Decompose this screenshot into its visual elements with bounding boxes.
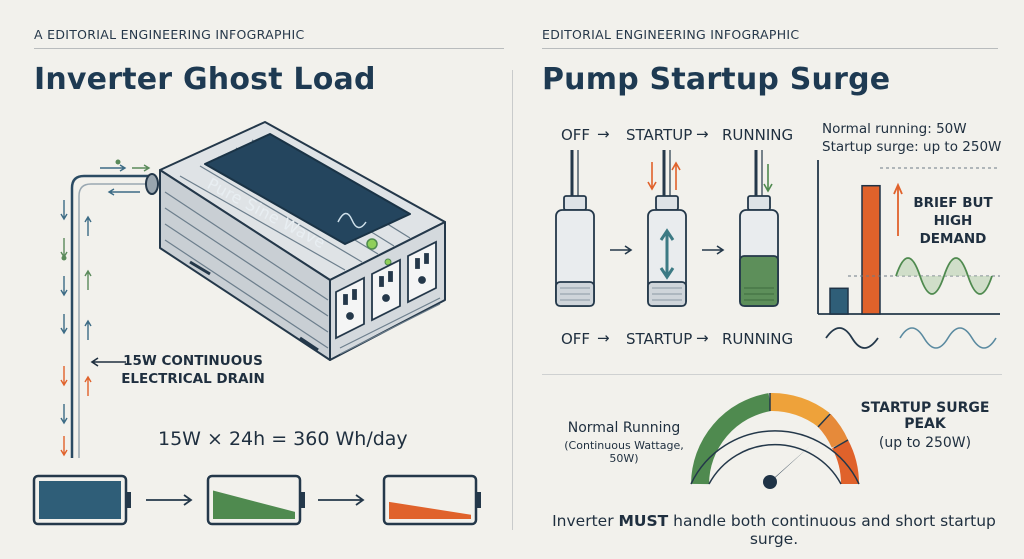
pump-arrow-2 <box>702 245 725 255</box>
state-running-top: RUNNING <box>722 126 794 144</box>
gauge-green-arc <box>691 393 772 485</box>
footer-pre: Inverter <box>552 512 619 530</box>
gauge-peak-label: STARTUP SURGE PEAK (up to 250W) <box>840 400 1010 451</box>
normal-running-label: Normal running: 50W <box>822 121 967 137</box>
left-title: Inverter Ghost Load <box>34 62 376 97</box>
outlet-3 <box>407 240 437 304</box>
footer-bold: MUST <box>618 512 669 530</box>
ghost-load-formula: 15W × 24h = 360 Wh/day <box>158 428 408 450</box>
gauge-normal-line1: Normal Running <box>567 420 681 436</box>
battery-row <box>32 474 481 526</box>
state-startup-top: STARTUP <box>626 126 693 144</box>
gauge-peak-line1: STARTUP SURGE PEAK <box>860 400 990 432</box>
gauge-normal-line2: (Continuous Wattage, 50W) <box>564 439 684 465</box>
right-section-rule <box>542 374 1002 375</box>
flow-arrows <box>60 159 151 457</box>
state-arrow-2-bottom: → <box>696 329 709 347</box>
left-eyebrow-rule <box>34 48 504 49</box>
battery-medium-level <box>213 490 295 519</box>
state-running-bottom: RUNNING <box>722 330 794 348</box>
outlet-2 <box>371 258 401 322</box>
bar-startup-surge <box>861 184 881 315</box>
state-arrow-1-bottom: → <box>597 329 610 347</box>
state-arrow-2-top: → <box>696 125 709 143</box>
battery-low-level <box>389 501 471 519</box>
right-title: Pump Startup Surge <box>542 62 891 97</box>
battery-full <box>32 474 131 526</box>
gauge-normal-label: Normal Running (Continuous Wattage, 50W) <box>560 420 688 465</box>
power-wire <box>70 174 150 458</box>
inverter-illustration <box>60 121 446 506</box>
battery-full-level <box>39 481 121 519</box>
state-startup-bottom: STARTUP <box>626 330 693 348</box>
gauge-needle <box>766 446 810 486</box>
startup-surge-label: Startup surge: up to 250W <box>822 139 1002 155</box>
sine-wave-icon <box>337 212 367 229</box>
state-arrow-1-top: → <box>597 125 610 143</box>
startup-sine-wave <box>899 327 997 349</box>
gauge-orange-arc <box>817 413 849 448</box>
brief-line2: HIGH DEMAND <box>919 213 987 247</box>
pump-off <box>555 150 595 307</box>
drain-label-line1: 15W CONTINUOUS <box>123 353 263 369</box>
off-sine-wave <box>825 327 879 349</box>
gauge-peak-line2: (up to 250W) <box>878 435 972 451</box>
pump-illustrations <box>555 150 779 307</box>
flow-arrow-running <box>763 164 773 193</box>
drain-pointer-arrow <box>90 357 126 367</box>
panel-divider <box>512 70 513 530</box>
state-off-bottom: OFF <box>561 330 591 348</box>
pump-arrow-1 <box>610 245 633 255</box>
battery-arrow-2 <box>318 494 365 506</box>
gauge-amber-arc <box>769 393 830 428</box>
right-eyebrow: EDITORIAL ENGINEERING INFOGRAPHIC <box>542 27 800 42</box>
battery-medium <box>206 474 305 526</box>
gauge-red-arc <box>831 439 860 485</box>
ac-outlets <box>335 240 437 340</box>
brief-line1: BRIEF BUT <box>913 195 993 211</box>
drain-label-line2: ELECTRICAL DRAIN <box>121 371 265 387</box>
brief-demand-arrow <box>893 182 903 236</box>
footer-statement: Inverter MUST handle both continuous and… <box>544 512 1004 548</box>
right-eyebrow-rule <box>542 48 998 49</box>
outlet-1 <box>335 276 365 340</box>
brief-demand-label: BRIEF BUT HIGH DEMAND <box>898 194 1008 248</box>
running-sine-wave <box>895 257 993 295</box>
bar-normal-running <box>829 287 849 315</box>
surge-arrows-startup <box>647 161 681 191</box>
footer-post: handle both continuous and short startup… <box>668 512 996 548</box>
state-off-top: OFF <box>561 126 591 144</box>
pump-running <box>739 150 779 307</box>
drain-label: 15W CONTINUOUS ELECTRICAL DRAIN <box>118 352 268 388</box>
battery-arrow-1 <box>146 494 193 506</box>
gauge-hub <box>763 475 777 489</box>
battery-low <box>382 474 481 526</box>
left-eyebrow: A EDITORIAL ENGINEERING INFOGRAPHIC <box>34 27 305 42</box>
pump-startup <box>647 150 687 307</box>
front-vents <box>339 297 441 355</box>
